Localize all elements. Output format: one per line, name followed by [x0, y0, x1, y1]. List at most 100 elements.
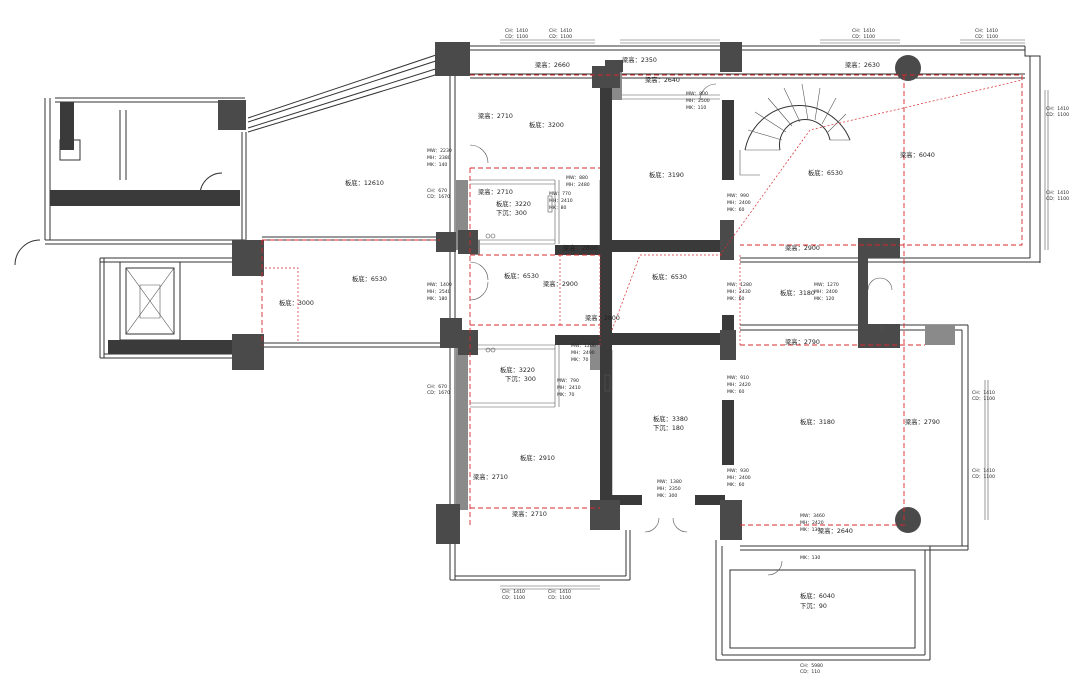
- door-tag: MW：800: [686, 91, 708, 97]
- beam-height-labels: 梁高：2660 梁高：2350 梁高：2630 梁高：2640 梁高：2710 …: [473, 55, 940, 535]
- door-tag: MK：130: [800, 555, 820, 561]
- door-tag: MK：60: [727, 389, 744, 395]
- door-tag: MK：60: [727, 482, 744, 488]
- outline-lines: [14, 39, 1049, 661]
- gray-walls: [456, 70, 955, 510]
- door-tags: MW：800 MH：2500 MK：110 MW：2230 MH：2380 MK…: [427, 91, 839, 561]
- beam-label: 梁高：2630: [845, 60, 880, 69]
- fixtures: [485, 195, 885, 392]
- slab-label: 板底：6040: [800, 591, 835, 600]
- slab-label: 板底：6530: [504, 271, 539, 280]
- window-tag: CH：1410: [972, 468, 995, 474]
- door-tag: MH：2420: [727, 382, 751, 388]
- beam-label: 梁高：2710: [478, 111, 513, 120]
- beam-label: 梁高：2640: [818, 526, 853, 535]
- window-tag: CD：1670: [427, 194, 450, 200]
- beam-label: 梁高：2710: [473, 472, 508, 481]
- door-tag: MK：140: [427, 162, 447, 168]
- window-tags: CH：1410 CD：1100 CH：1410 CD：1100 CH：1410 …: [427, 28, 1069, 675]
- door-tag: MK：300: [657, 493, 677, 499]
- slab-label: 板底：2910: [520, 453, 555, 462]
- door-tag: MK：70: [571, 357, 588, 363]
- door-tag: MW：3460: [800, 513, 825, 519]
- window-tag: CH：1410: [852, 28, 875, 34]
- door-tag: MH：2540: [427, 289, 451, 295]
- window-tag: CH：5980: [800, 663, 823, 669]
- window-tag: CH：670: [427, 188, 447, 194]
- door-tag: MK：60: [727, 296, 744, 302]
- slab-label: 板底：6530: [652, 272, 687, 281]
- window-tag: CH：1410: [1046, 190, 1069, 196]
- slab-height-labels: 板底：3200 板底：3190 板底：6530 板底：12610 板底：3220…: [279, 120, 843, 610]
- door-tag: MW：770: [549, 191, 571, 197]
- slab-label: 板底：3220: [496, 199, 531, 208]
- slab-label: 板底：12610: [345, 178, 384, 187]
- door-tag: MK：120: [814, 296, 834, 302]
- door-tag: MK：110: [686, 105, 706, 111]
- door-tag: MK：130: [800, 527, 820, 533]
- window-tag: CH：1410: [505, 28, 528, 34]
- door-tag: MH：2400: [727, 200, 751, 206]
- beam-label: 梁高：6040: [900, 150, 935, 159]
- window-tag: CH：670: [427, 384, 447, 390]
- door-tag: MW：1380: [657, 479, 682, 485]
- window-tag: CH：1410: [975, 28, 998, 34]
- window-tag: CH：1410: [548, 589, 571, 595]
- door-tag: MW：910: [727, 375, 749, 381]
- door-tag: MH：2380: [427, 155, 451, 161]
- window-tag: CH：1410: [549, 28, 572, 34]
- beam-label: 梁高：2900: [543, 279, 578, 288]
- door-tag: MW：2230: [427, 148, 452, 154]
- structural-columns: [218, 42, 921, 544]
- window-tag: CH：1410: [1046, 106, 1069, 112]
- door-tag: MW：930: [727, 468, 749, 474]
- slab-label: 板底：3180: [800, 417, 835, 426]
- window-tag: CD：1100: [505, 34, 528, 40]
- spiral-staircase: [739, 83, 851, 176]
- slab-label: 板底：3180: [780, 288, 815, 297]
- door-tag: MH：2420: [800, 520, 824, 526]
- window-tag: CD：1100: [548, 595, 571, 601]
- door-tag: MW：990: [727, 193, 749, 199]
- door-tag: MW：1400: [427, 282, 452, 288]
- beam-label: 梁高：2900: [785, 243, 820, 252]
- door-tag: MH：2430: [727, 289, 751, 295]
- door-tag: MH：2500: [686, 98, 710, 104]
- slab-label: 下沉：300: [496, 209, 527, 217]
- beam-label: 梁高：2800: [563, 243, 598, 252]
- beam-label: 梁高：2710: [512, 509, 547, 518]
- window-tag: CD：1100: [1046, 112, 1069, 118]
- door-tag: MH：2480: [566, 182, 590, 188]
- door-tag: MW：1280: [727, 282, 752, 288]
- beam-lines: [261, 74, 1023, 526]
- door-tag: MK：60: [727, 207, 744, 213]
- window-tag: CH：1410: [502, 589, 525, 595]
- slab-label: 板底：6530: [808, 168, 843, 177]
- beam-label: 梁高：2350: [622, 55, 657, 64]
- door-tag: MW：1200: [571, 343, 596, 349]
- window-tag: CD：1100: [502, 595, 525, 601]
- door-tag: MK：80: [549, 205, 566, 211]
- slab-label: 板底：6530: [352, 274, 387, 283]
- slab-label: 板底：3200: [529, 120, 564, 129]
- dark-walls: [50, 80, 734, 520]
- window-tag: CD：110: [800, 669, 820, 675]
- slab-label: 板底：3220: [500, 365, 535, 374]
- beam-label: 梁高：2660: [535, 60, 570, 69]
- beam-label: 梁高：2640: [645, 75, 680, 84]
- window-tag: CD：1100: [972, 474, 995, 480]
- window-tag: CD：1100: [549, 34, 572, 40]
- beam-label: 梁高：2710: [478, 187, 513, 196]
- door-tag: MH：2350: [657, 486, 681, 492]
- door-tag: MW：790: [557, 378, 579, 384]
- door-tag: MW：880: [566, 175, 588, 181]
- window-tag: CD：1100: [972, 396, 995, 402]
- slab-label: 板底：3190: [649, 170, 684, 179]
- slab-label: 下沉：300: [505, 375, 536, 383]
- window-tag: CD：1670: [427, 390, 450, 396]
- door-tag: MH：2400: [814, 289, 838, 295]
- slab-label: 下沉：90: [800, 602, 827, 610]
- door-tag: MW：1270: [814, 282, 839, 288]
- beam-label: 梁高：2800: [585, 313, 620, 322]
